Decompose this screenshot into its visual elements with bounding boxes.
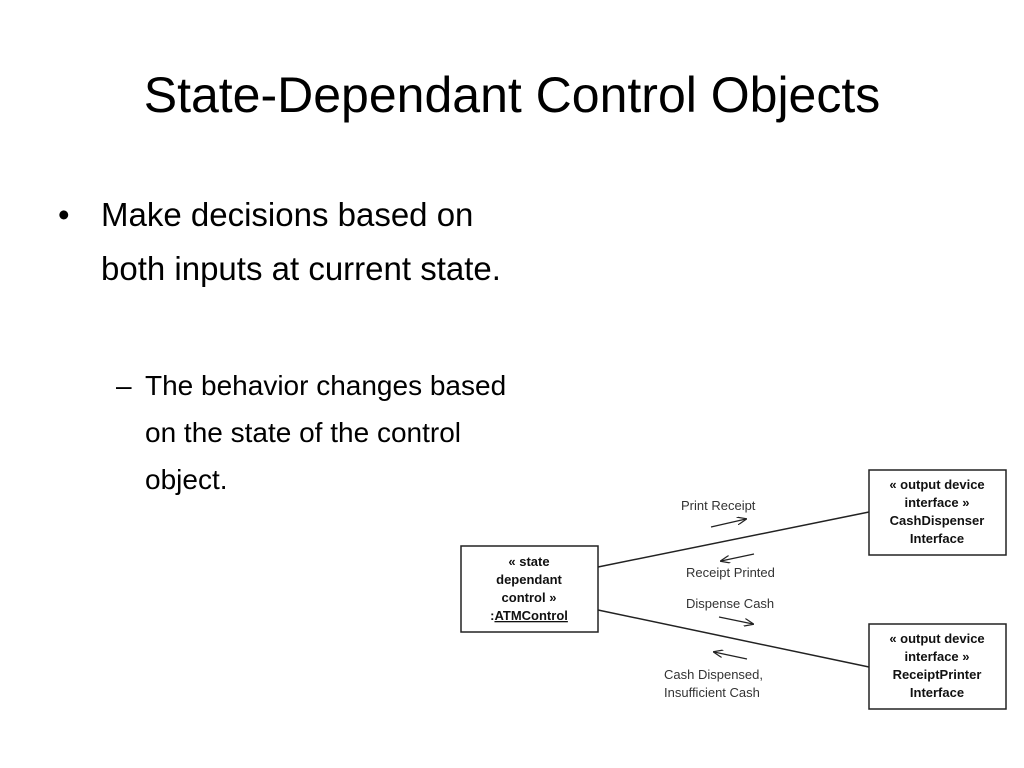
bullet-text: Make decisions based on both inputs at c… bbox=[101, 196, 501, 287]
bullet-glyph: • bbox=[58, 196, 70, 233]
bullet-item: • Make decisions based on both inputs at… bbox=[58, 188, 528, 296]
control-object-prefix: : bbox=[490, 608, 494, 623]
message-print-receipt: Print Receipt bbox=[681, 498, 756, 513]
arrow-cash-dispensed bbox=[714, 652, 748, 660]
receipt-printer-line2: interface » bbox=[904, 649, 969, 664]
link-to-receipt-printer bbox=[597, 609, 870, 668]
cash-dispenser-line2: interface » bbox=[904, 495, 969, 510]
control-stereotype-line1: « state bbox=[508, 554, 549, 569]
slide-title: State-Dependant Control Objects bbox=[143, 67, 881, 123]
control-stereotype-line3: control » bbox=[502, 590, 557, 605]
arrow-dispense-cash bbox=[718, 616, 753, 624]
link-to-cash-dispenser bbox=[597, 511, 870, 568]
sub-bullet-glyph: – bbox=[116, 370, 132, 401]
message-receipt-printed: Receipt Printed bbox=[686, 565, 775, 580]
message-dispense-cash: Dispense Cash bbox=[686, 596, 774, 611]
control-object-label: ATMControl bbox=[494, 608, 567, 623]
sub-bullet-item: – The behavior changes based on the stat… bbox=[116, 362, 516, 503]
control-object-name: :ATMControl bbox=[490, 608, 568, 623]
sub-bullet-text: The behavior changes based on the state … bbox=[145, 370, 507, 495]
cash-dispenser-box bbox=[868, 469, 1007, 556]
receipt-printer-line3: ReceiptPrinter bbox=[893, 667, 982, 682]
message-insufficient-cash: Insufficient Cash bbox=[664, 685, 760, 700]
arrow-print-receipt bbox=[710, 519, 746, 528]
receipt-printer-line1: « output device bbox=[889, 631, 984, 646]
atm-control-box bbox=[460, 545, 599, 633]
receipt-printer-box bbox=[868, 623, 1007, 710]
cash-dispenser-line1: « output device bbox=[889, 477, 984, 492]
receipt-printer-line4: Interface bbox=[910, 685, 964, 700]
cash-dispenser-line3: CashDispenser bbox=[890, 513, 985, 528]
cash-dispenser-line4: Interface bbox=[910, 531, 964, 546]
message-cash-dispensed: Cash Dispensed, bbox=[664, 667, 763, 682]
arrow-receipt-printed bbox=[721, 553, 755, 561]
control-stereotype-line2: dependant bbox=[496, 572, 562, 587]
